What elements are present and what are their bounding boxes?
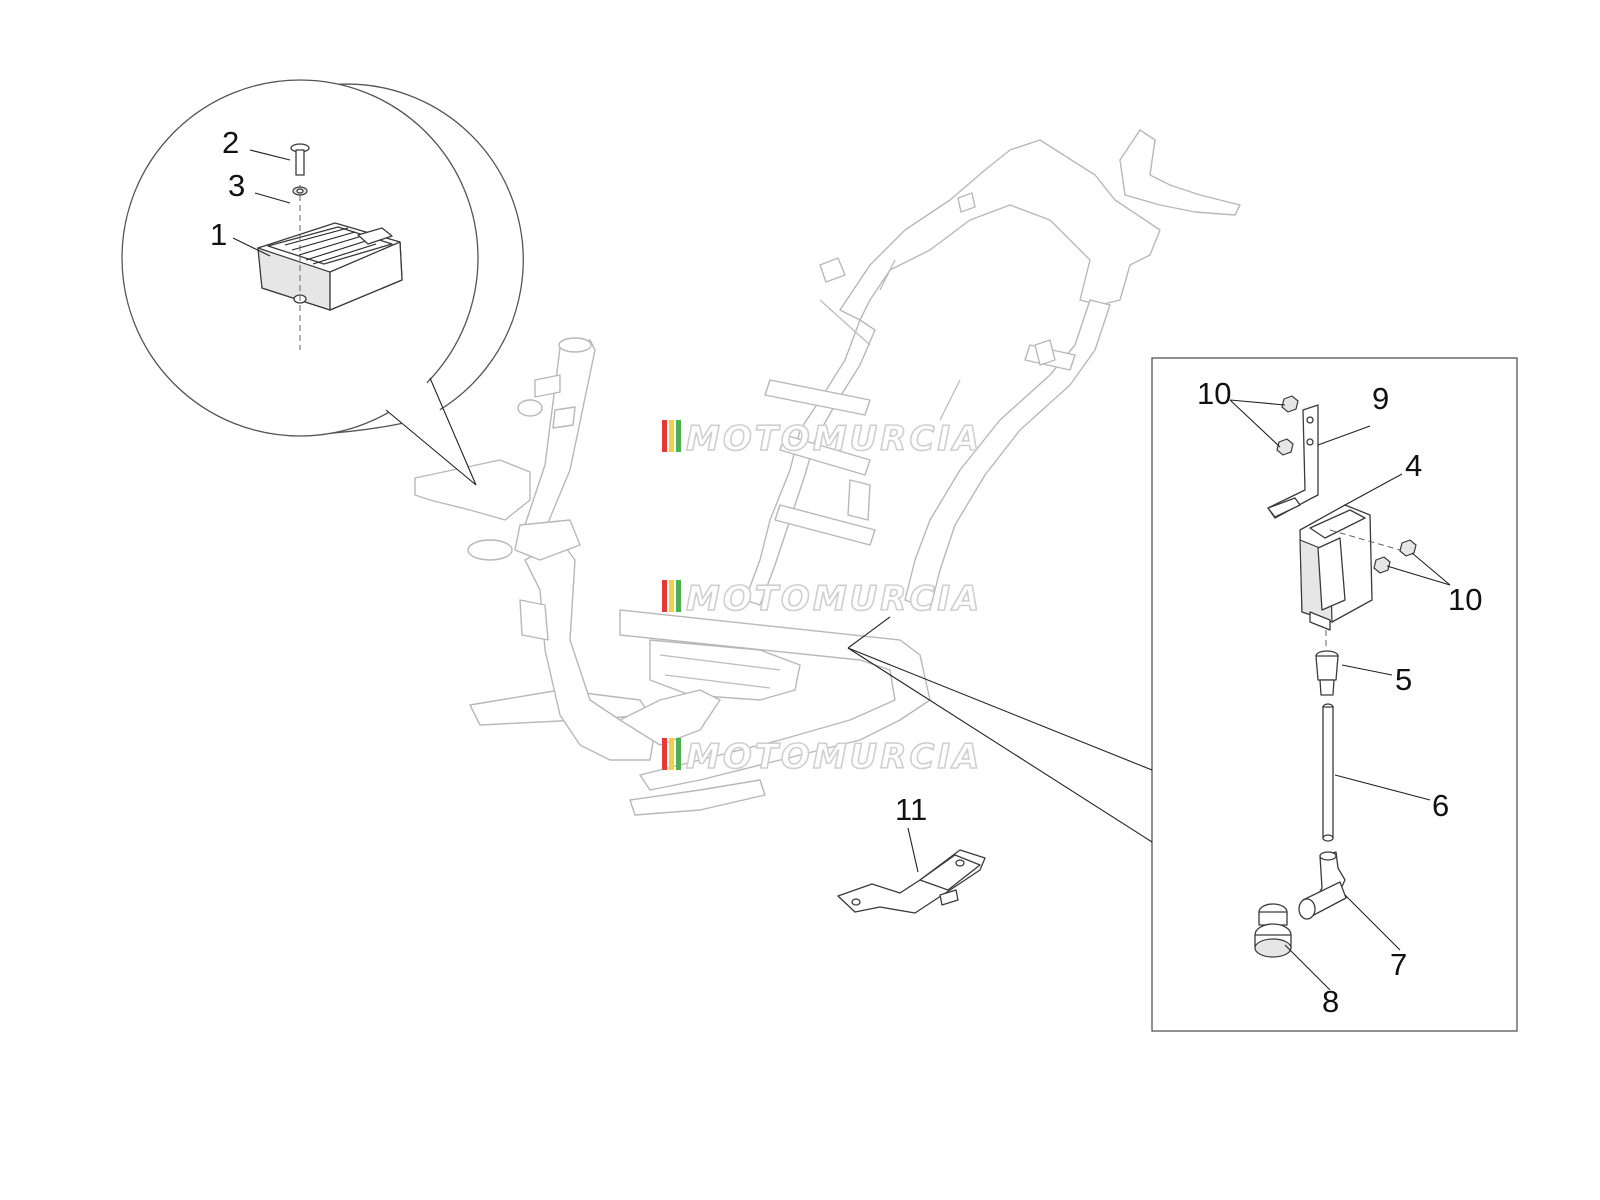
callout-9: 9 xyxy=(1372,381,1389,416)
callout-10-upper: 10 xyxy=(1197,376,1231,411)
spark-plug-cap-part-7 xyxy=(1298,851,1347,920)
bracket-part-11 xyxy=(837,849,986,914)
voltage-regulator xyxy=(257,185,403,350)
watermark-stripe-green xyxy=(676,420,681,452)
callout-5: 5 xyxy=(1395,662,1412,697)
watermark-stripe-red xyxy=(662,580,667,612)
callout-labels: 1 2 3 4 5 6 7 8 9 10 10 11 xyxy=(210,125,1482,1019)
callout-11: 11 xyxy=(895,792,927,827)
coil-boot-part-5 xyxy=(1315,650,1339,696)
watermark-stripe-red xyxy=(662,420,667,452)
washer-part-3 xyxy=(292,186,308,196)
watermark-bottom: MOTOMURCIA xyxy=(662,736,982,778)
watermark-stripe-red xyxy=(662,738,667,770)
watermark-stripe-green xyxy=(676,580,681,612)
watermark-text: MOTOMURCIA xyxy=(686,579,982,619)
nut-part-10-upper xyxy=(1276,395,1299,456)
callout-1: 1 xyxy=(210,217,227,252)
ignition-coil xyxy=(1299,504,1401,650)
watermark-middle: MOTOMURCIA xyxy=(662,578,982,620)
nut-part-10-lower xyxy=(1373,539,1417,574)
watermark-text: MOTOMURCIA xyxy=(686,419,982,459)
scooter-frame xyxy=(414,129,1241,816)
ht-cable-part-6 xyxy=(1322,703,1334,842)
watermark-stripe-yellow xyxy=(669,580,674,612)
callout-8: 8 xyxy=(1322,984,1339,1019)
leader-lines xyxy=(232,149,1451,991)
callout-4: 4 xyxy=(1405,448,1422,483)
callout-7: 7 xyxy=(1390,947,1407,982)
screw-part-2 xyxy=(290,143,310,176)
detail-box-ignition xyxy=(847,357,1518,1032)
watermark-stripe-yellow xyxy=(669,738,674,770)
callout-6: 6 xyxy=(1432,788,1449,823)
watermark-top: MOTOMURCIA xyxy=(662,418,982,460)
watermark-stripe-green xyxy=(676,738,681,770)
watermark-text: MOTOMURCIA xyxy=(686,737,982,777)
callout-2: 2 xyxy=(222,125,239,160)
callout-3: 3 xyxy=(228,168,245,203)
callout-10-lower: 10 xyxy=(1448,582,1482,617)
grommet-part-8 xyxy=(1254,903,1292,958)
watermark-stripe-yellow xyxy=(669,420,674,452)
bracket-part-9 xyxy=(1267,404,1319,519)
